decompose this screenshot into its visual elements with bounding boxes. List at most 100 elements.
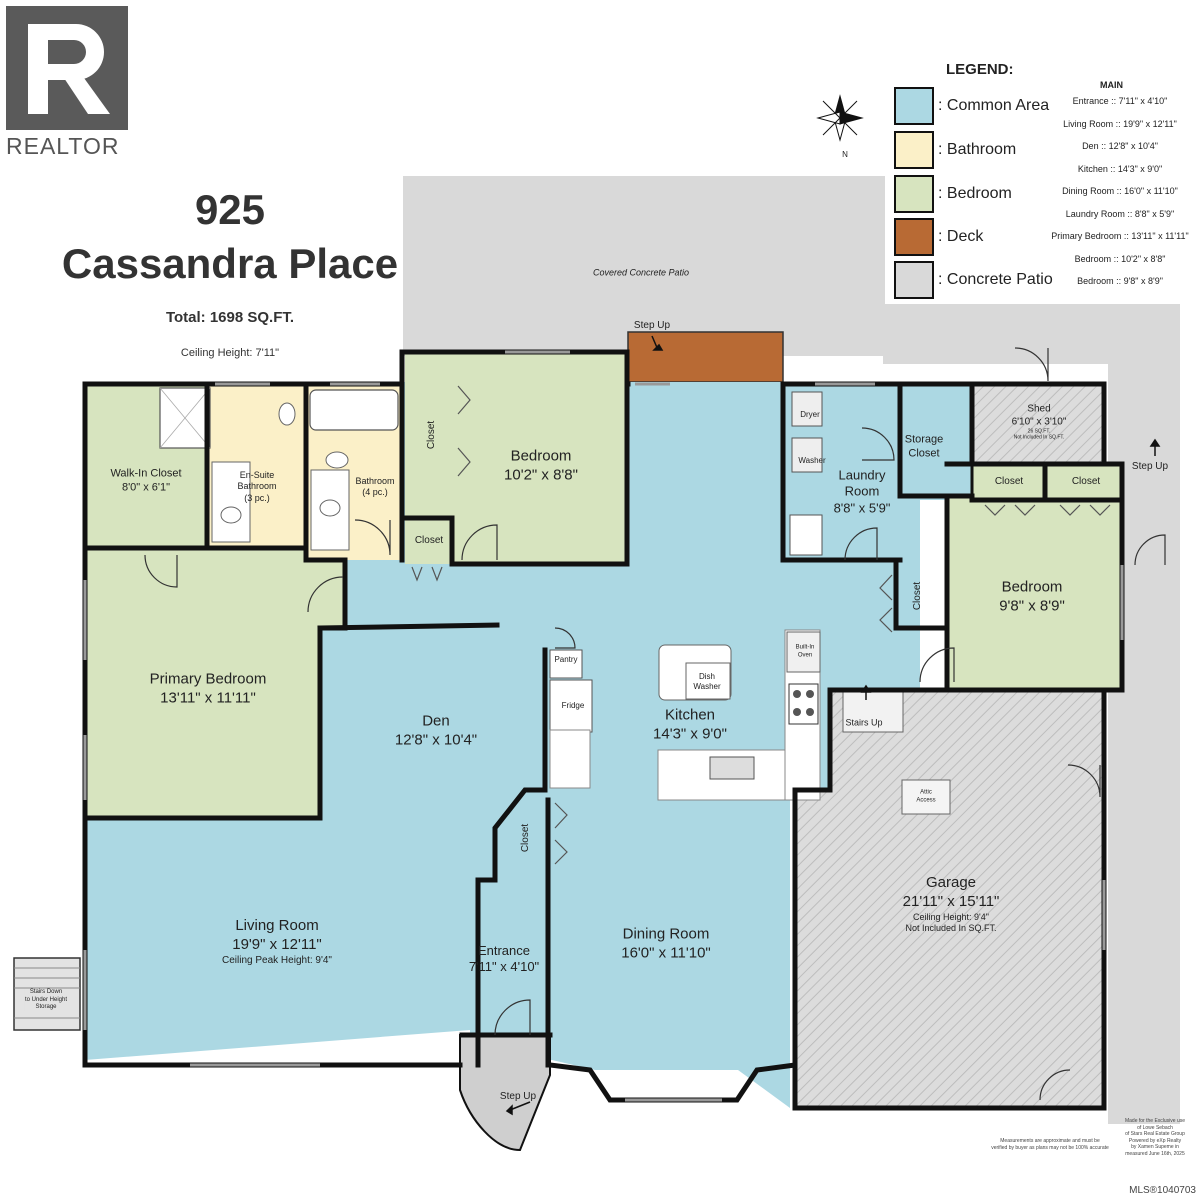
- room-name: Dining Room: [622, 925, 710, 943]
- entrance-porch: [459, 1034, 551, 1152]
- dimensions-list: Entrance :: 7'11" x 4'10" Living Room ::…: [1040, 96, 1200, 299]
- room-size: 9'8" x 8'9": [999, 597, 1065, 614]
- room-name: Storage: [904, 433, 944, 446]
- disclaimer-text: verified by buyer as plans may not be 10…: [991, 1144, 1109, 1151]
- realtor-logo-icon: [28, 24, 110, 114]
- step-up-deck-label: Step Up: [633, 319, 671, 331]
- fridge-label: Fridge: [561, 701, 585, 710]
- total-area: Total: 1698 SQ.FT.: [165, 309, 295, 326]
- room-name: Den: [422, 712, 450, 730]
- compass-label: N: [842, 150, 848, 159]
- credit-text: Powered by eXp Realty: [1128, 1137, 1182, 1144]
- bedroom-top-label: Bedroom 10'2" x 8'8": [504, 447, 578, 485]
- attic-text: Access: [916, 797, 936, 803]
- credit-text: of Stars Real Estate Group: [1125, 1131, 1185, 1137]
- room-size: 21'11" x 15'11": [902, 892, 1000, 910]
- legend-swatch: [894, 175, 934, 213]
- side-patio-area: [883, 304, 1180, 364]
- legend-item-bathroom: : Bathroom: [894, 131, 1094, 171]
- attic-text: Attic: [920, 789, 932, 796]
- washer-label: Washer: [798, 456, 826, 465]
- realtor-logo: [6, 6, 128, 130]
- kitchen-label: Kitchen 14'3" x 9'0": [653, 706, 727, 744]
- room-size: 14'3" x 9'0": [653, 725, 727, 742]
- closet-f-label: Closet: [519, 823, 531, 853]
- room-name: Closet: [908, 447, 940, 459]
- credit-text: by Xamen Supeme in: [1131, 1144, 1179, 1150]
- credit-text: measured June 16th, 2025: [1125, 1150, 1185, 1157]
- dishwasher-label: Dish Washer: [693, 672, 720, 692]
- dimension-row: Laundry Room :: 8'8" x 5'9": [1065, 208, 1175, 219]
- mls-number: MLS®1040703: [1129, 1185, 1196, 1196]
- room-size: 12'8" x 10'4": [394, 731, 478, 748]
- room-size: 8'8" x 5'9": [833, 500, 891, 516]
- ceiling-height: Ceiling Height: 7'11": [180, 347, 280, 359]
- dining-room-label: Dining Room 16'0" x 11'10": [621, 925, 711, 963]
- covered-patio-area: [403, 176, 885, 356]
- legend-swatch: [894, 218, 934, 256]
- room-note: Not Included In SQ.FT.: [1013, 434, 1065, 441]
- stairs-text: Stairs Down: [29, 988, 63, 995]
- entrance-label: Entrance 7'11" x 4'10": [469, 943, 539, 976]
- dimension-row: Entrance :: 7'11" x 4'10": [1072, 96, 1168, 106]
- room-note: (4 pc.): [362, 487, 388, 497]
- credits: Made for the Exclusive use of Lowe Sebac…: [1110, 1118, 1200, 1157]
- credit-text: of Lowe Sebach: [1137, 1124, 1173, 1131]
- appliance-name: Oven: [797, 652, 813, 658]
- room-name: Walk-In Closet: [110, 467, 182, 480]
- pantry-label: Pantry: [554, 655, 578, 664]
- ensuite-label: En-Suite Bathroom (3 pc.): [237, 470, 276, 504]
- dimensions-title: MAIN: [1100, 80, 1123, 90]
- room-size: 10'2" x 8'8": [504, 466, 578, 483]
- room-note: Not Included In SQ.FT.: [905, 922, 997, 933]
- room-name: Shed: [1027, 403, 1051, 415]
- legend-label: : Bathroom: [938, 141, 1017, 158]
- legend-item-deck: : Deck: [894, 218, 1094, 258]
- disclaimer: Measurements are approximate and must be…: [990, 1138, 1110, 1151]
- room-note: 26 SQ.FT.: [1027, 428, 1051, 435]
- address-number: 925: [194, 186, 266, 233]
- step-up-entry-label: Step Up: [499, 1090, 537, 1102]
- legend-label: : Common Area: [938, 97, 1050, 114]
- room-name: Bathroom: [355, 475, 395, 486]
- room-size: 16'0" x 11'10": [621, 944, 711, 961]
- legend-item-patio: : Concrete Patio: [894, 261, 1094, 301]
- appliance-name: Dish: [698, 672, 716, 681]
- shed-label: Shed 6'10" x 3'10" 26 SQ.FT. Not Include…: [1012, 403, 1067, 441]
- closet-d-label: Closet: [994, 475, 1024, 487]
- appliance-name: Washer: [693, 682, 721, 691]
- room-note: (3 pc.): [244, 492, 270, 503]
- covered-patio-label: Covered Concrete Patio: [592, 267, 690, 278]
- primary-bedroom-area: [85, 548, 345, 818]
- garage-label: Garage 21'11" x 15'11" Ceiling Height: 9…: [903, 874, 1000, 934]
- living-room-label: Living Room 19'9" x 12'11" Ceiling Peak …: [222, 917, 332, 967]
- oven-label: Built-In Oven: [796, 645, 815, 660]
- dimension-row: Dining Room :: 16'0" x 11'10": [1062, 186, 1178, 196]
- room-name: Entrance: [477, 942, 531, 958]
- room-size: 6'10" x 3'10": [1011, 415, 1067, 427]
- dryer-label: Dryer: [800, 410, 820, 419]
- room-size: 7'11" x 4'10": [468, 959, 540, 974]
- room-size: 8'0" x 6'1": [121, 481, 171, 493]
- dimension-row: Den :: 12'8" x 10'4": [1082, 141, 1158, 151]
- closet-b-area: [405, 518, 452, 564]
- room-name: En-Suite: [239, 470, 275, 481]
- legend-swatch: [894, 261, 934, 299]
- legend-item-common: : Common Area: [894, 87, 1094, 127]
- closet-b-label: Closet: [414, 534, 444, 546]
- stairs-down-label: Stairs Down to Under Height Storage: [24, 988, 68, 1012]
- bedroom-right-label: Bedroom 9'8" x 8'9": [999, 578, 1065, 616]
- credit-text: Made for the Exclusive use: [1124, 1118, 1186, 1124]
- legend-label: : Deck: [938, 228, 984, 245]
- legend-title: LEGEND:: [946, 61, 1014, 78]
- address-street: Cassandra Place: [61, 240, 399, 287]
- deck-area: [627, 331, 784, 383]
- dimension-row: Primary Bedroom :: 13'11" x 11'11": [1051, 231, 1189, 241]
- room-name: Garage: [925, 874, 977, 891]
- legend-swatch: [894, 87, 934, 125]
- dimension-row: Bedroom :: 9'8" x 8'9": [1077, 276, 1163, 286]
- room-name: Bathroom: [237, 481, 277, 492]
- disclaimer-text: Measurements are approximate and must be: [1000, 1138, 1100, 1144]
- closet-a-label: Closet: [425, 420, 437, 450]
